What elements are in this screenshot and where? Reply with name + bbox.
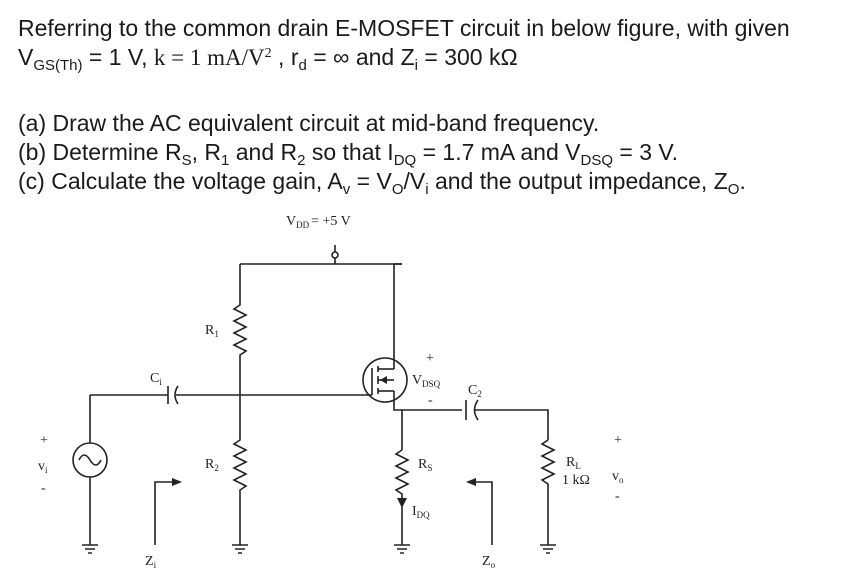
rs-label: RS bbox=[418, 457, 432, 473]
part-c-sub-1: v bbox=[342, 181, 351, 198]
rl-value: 1 kΩ bbox=[562, 473, 590, 488]
rl-ground-symbol bbox=[540, 544, 556, 554]
vi-label: vi bbox=[38, 459, 48, 475]
rd-subscript: d bbox=[298, 57, 307, 74]
question-part-c: (c) Calculate the voltage gain, Av = VO/… bbox=[18, 167, 746, 198]
part-b-text-1: (b) Determine R bbox=[18, 139, 182, 165]
part-b-text-4: so that I bbox=[305, 139, 394, 165]
question-part-a: (a) Draw the AC equivalent circuit at mi… bbox=[18, 110, 600, 136]
part-c-text-3: /V bbox=[403, 168, 426, 194]
zo-arrow-icon bbox=[466, 478, 493, 545]
vgs-th-value: = 1 V, bbox=[82, 44, 154, 70]
input-capacitor bbox=[167, 385, 179, 405]
question-line-1: Referring to the common drain E-MOSFET c… bbox=[18, 15, 790, 41]
vdd-terminal bbox=[331, 245, 339, 259]
comma-separator: , bbox=[271, 44, 291, 70]
rl-label: RL bbox=[566, 455, 581, 471]
r2-resistor bbox=[232, 395, 248, 545]
vi-minus-sign: - bbox=[41, 481, 46, 496]
input-capacitor-label: Ci bbox=[150, 371, 162, 387]
zi-subscript: i bbox=[414, 57, 419, 74]
idq-label: IDQ bbox=[412, 504, 430, 520]
r2-ground-symbol bbox=[232, 544, 248, 554]
question-given-values: VGS(Th) = 1 V, k = 1 mA/V2 , rd = ∞ and … bbox=[18, 43, 518, 74]
idq-arrow-icon bbox=[397, 498, 407, 508]
zo-label: Zo bbox=[482, 554, 496, 570]
zi-symbol: Z bbox=[400, 44, 415, 70]
vo-minus-sign: - bbox=[615, 489, 620, 504]
r1-resistor bbox=[232, 264, 248, 395]
zi-arrow-icon bbox=[154, 478, 182, 545]
rd-symbol: r bbox=[290, 44, 299, 70]
rd-value: = ∞ and bbox=[306, 44, 401, 70]
r2-label: R2 bbox=[205, 457, 219, 473]
part-b-text-3: and R bbox=[229, 139, 298, 165]
zi-value: = 300 kΩ bbox=[418, 44, 518, 70]
part-c-text-5: . bbox=[739, 168, 746, 194]
part-b-text-2: , R bbox=[191, 139, 222, 165]
part-c-text-1: (c) Calculate the voltage gain, A bbox=[18, 168, 343, 194]
part-b-sub-2: 1 bbox=[221, 152, 230, 169]
vo-label: vo bbox=[612, 469, 624, 485]
part-c-sub-4: O bbox=[727, 181, 740, 198]
ac-source-icon bbox=[72, 442, 108, 478]
k-exponent: 2 bbox=[264, 46, 272, 61]
question-part-b: (b) Determine RS, R1 and R2 so that IDQ … bbox=[18, 138, 679, 169]
vgs-th-symbol: V bbox=[18, 44, 34, 70]
c2-to-rl-wire bbox=[475, 409, 549, 440]
part-c-sub-3: i bbox=[425, 181, 429, 198]
part-b-text-6: = 3 V. bbox=[613, 139, 679, 165]
rl-resistor bbox=[540, 439, 556, 545]
r1-label: R1 bbox=[205, 323, 219, 339]
mosfet-symbol bbox=[362, 264, 408, 411]
source-ground-symbol bbox=[82, 544, 98, 554]
output-capacitor bbox=[465, 399, 479, 421]
vdsq-minus-sign: - bbox=[428, 393, 433, 408]
part-c-text-4: and the output impedance, Z bbox=[428, 168, 728, 194]
part-b-sub-1: S bbox=[181, 152, 192, 169]
rs-resistor bbox=[394, 449, 410, 545]
k-value: k = 1 mA/V bbox=[153, 45, 265, 70]
vgs-th-subscript: GS(Th) bbox=[33, 57, 83, 74]
vo-plus-sign: + bbox=[614, 433, 622, 448]
zi-label: Zi bbox=[145, 554, 157, 570]
part-b-sub-5: DSQ bbox=[580, 152, 614, 169]
rs-ground-symbol bbox=[394, 544, 410, 554]
part-b-sub-4: DQ bbox=[393, 152, 417, 169]
part-b-sub-3: 2 bbox=[297, 152, 306, 169]
vdsq-label: VDSQ bbox=[412, 373, 441, 389]
vdsq-plus-sign: + bbox=[426, 351, 434, 366]
vi-plus-sign: + bbox=[40, 433, 48, 448]
vdd-label: VDD= +5 V bbox=[286, 214, 351, 230]
part-c-text-2: = V bbox=[350, 168, 392, 194]
part-b-text-5: = 1.7 mA and V bbox=[416, 139, 581, 165]
c2-label: C2 bbox=[468, 383, 482, 399]
part-c-sub-2: O bbox=[391, 181, 404, 198]
